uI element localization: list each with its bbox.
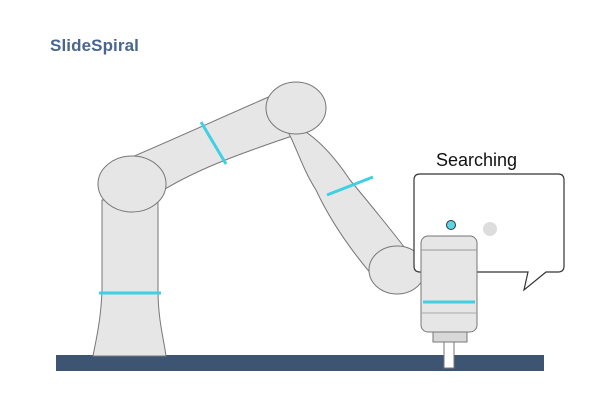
shoulder-joint (97, 155, 167, 213)
base-platform (56, 355, 544, 371)
sensor-indicator-icon (446, 220, 456, 230)
forearm-band (326, 175, 374, 197)
tool-pin (443, 341, 455, 369)
elbow-joint (265, 81, 327, 135)
upper-link-band (199, 121, 228, 165)
search-target-icon (483, 222, 497, 236)
status-label: Searching (436, 150, 518, 170)
arm-base-column (92, 199, 167, 357)
tool-flange (432, 331, 468, 343)
app-title: SlideSpiral (50, 36, 139, 55)
